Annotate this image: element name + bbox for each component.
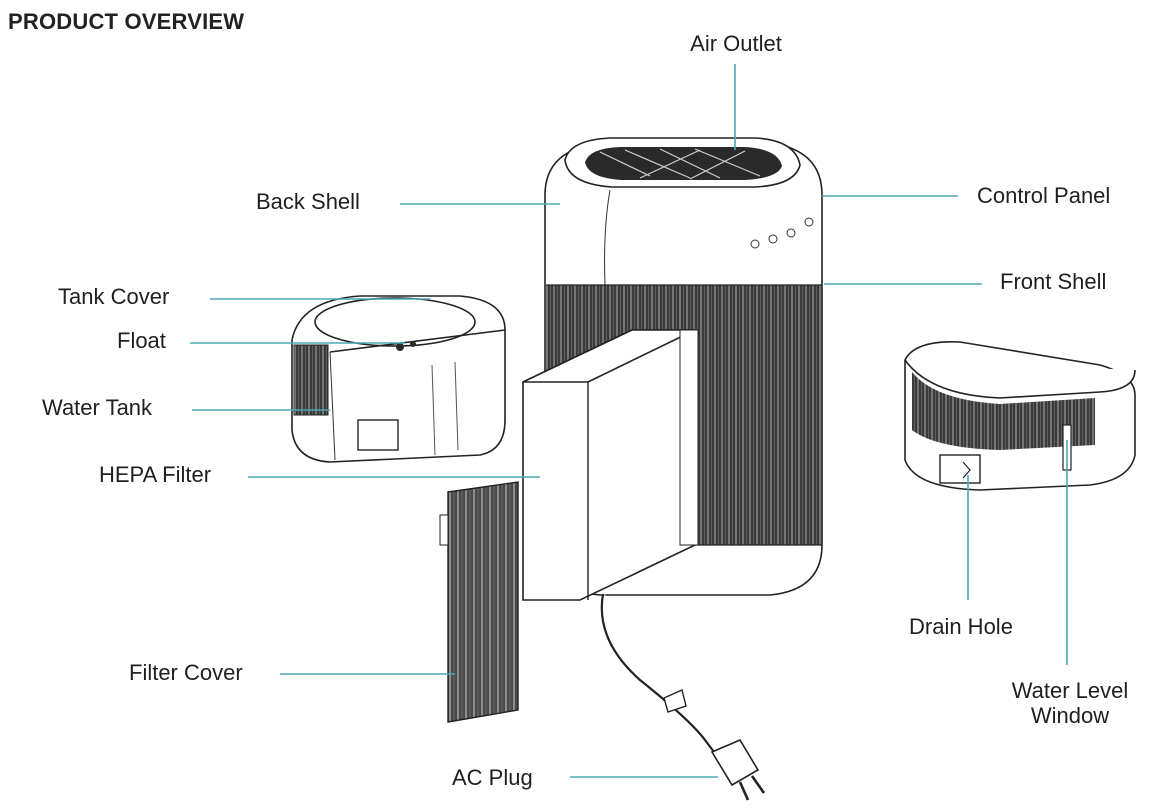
label-back-shell: Back Shell	[256, 189, 360, 214]
label-ac-plug: AC Plug	[452, 765, 533, 790]
water-tank-right	[904, 341, 1136, 491]
label-water-tank: Water Tank	[42, 395, 153, 420]
label-tank-cover: Tank Cover	[58, 284, 170, 309]
ac-plug	[710, 738, 766, 801]
control-buttons	[750, 217, 814, 249]
filter-cover	[439, 481, 519, 723]
label-hepa-filter: HEPA Filter	[99, 462, 212, 487]
hepa-filter-block	[522, 329, 699, 601]
page-title: PRODUCT OVERVIEW	[8, 9, 245, 34]
label-filter-cover: Filter Cover	[129, 660, 243, 685]
power-cord	[600, 593, 731, 771]
label-water-level-window-line1: Water Level	[1011, 678, 1129, 703]
leader-lines	[190, 64, 1068, 778]
label-water-level-window-line2: Window	[1030, 703, 1110, 728]
label-drain-hole: Drain Hole	[909, 614, 1013, 639]
water-tank-left	[291, 295, 506, 463]
label-front-shell: Front Shell	[1000, 269, 1107, 294]
label-float: Float	[117, 328, 166, 353]
label-control-panel: Control Panel	[977, 183, 1111, 208]
label-air-outlet: Air Outlet	[690, 31, 782, 56]
